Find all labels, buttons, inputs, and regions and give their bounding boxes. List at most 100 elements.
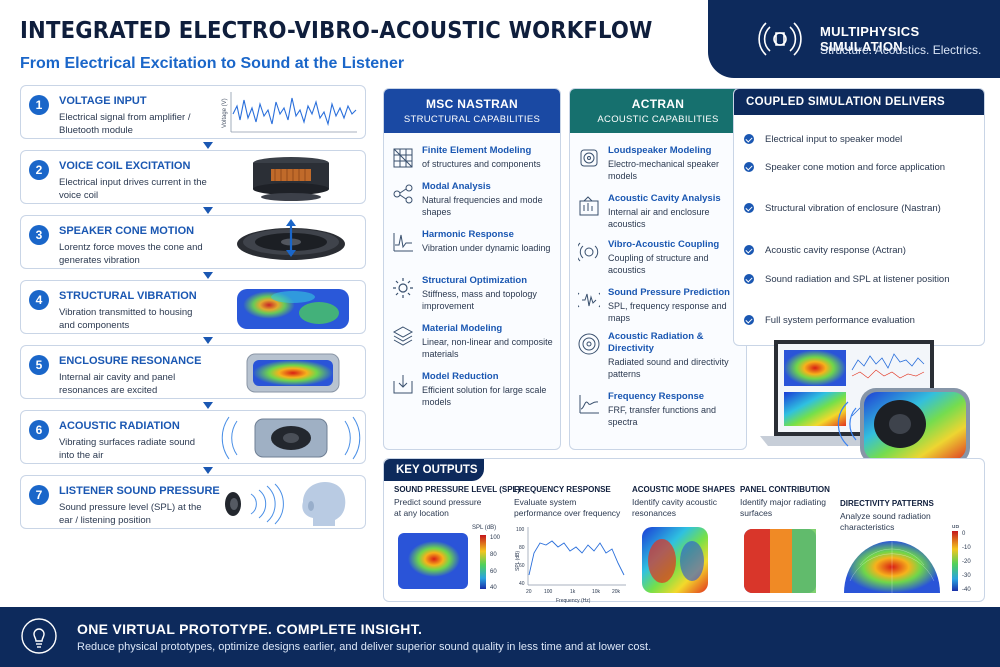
cavity-icon <box>579 196 599 216</box>
item-desc: Natural frequencies and mode shapes <box>422 195 543 217</box>
listener-head-image <box>225 482 346 526</box>
footer-banner: ONE VIRTUAL PROTOTYPE. COMPLETE INSIGHT.… <box>0 607 1000 667</box>
flow-arrow <box>203 142 213 149</box>
check-icon <box>744 162 754 172</box>
y-tick: 80 <box>519 545 525 551</box>
item-desc: Electro-mechanical speaker models <box>608 159 720 181</box>
scale-tick: -20 <box>962 559 971 565</box>
item-desc: Internal air and enclosure acoustics <box>608 207 710 229</box>
nastran-header: MSC NASTRAN STRUCTURAL CAPABILITIES <box>384 89 560 133</box>
step-title: VOICE COIL EXCITATION <box>59 160 191 172</box>
page-title: INTEGRATED ELECTRO-VIBRO-ACOUSTIC WORKFL… <box>20 18 653 44</box>
item-desc: SPL, frequency response and maps <box>608 301 727 323</box>
radiation-icon <box>578 333 600 355</box>
panel-contribution-render <box>744 529 816 593</box>
item-title: Model Reduction <box>422 371 499 382</box>
step-enclosure-resonance: 5 ENCLOSURE RESONANCE Internal air cavit… <box>20 345 366 399</box>
check-icon <box>744 134 754 144</box>
output-title: ACOUSTIC MODE SHAPES <box>632 485 736 494</box>
x-tick: 100 <box>544 589 553 595</box>
x-tick: 20 <box>526 589 532 595</box>
reduction-icon <box>393 375 413 394</box>
scale-tick: -40 <box>962 587 971 593</box>
delivers-title: COUPLED SIMULATION DELIVERS <box>734 89 984 115</box>
step-listener-pressure: 7 LISTENER SOUND PRESSURE Sound pressure… <box>20 475 366 529</box>
output-desc: Identify cavity acoustic resonances <box>632 497 718 518</box>
banner-title: MULTIPHYSICS SIMULATION <box>820 24 920 54</box>
step-title: ACOUSTIC RADIATION <box>59 420 180 432</box>
check-icon <box>744 315 754 325</box>
step-number: 2 <box>29 160 49 180</box>
item-desc: of structures and components <box>422 159 541 169</box>
nastran-title: MSC NASTRAN <box>426 97 518 111</box>
y-tick: 40 <box>519 581 525 587</box>
key-outputs-title: KEY OUTPUTS <box>384 459 484 481</box>
output-desc: Predict sound pressure at any location <box>394 497 482 518</box>
step-number: 3 <box>29 225 49 245</box>
mode-shape-render <box>642 527 708 593</box>
step-title: VOLTAGE INPUT <box>59 95 147 107</box>
freq-xlabel: Frequency (Hz) <box>556 598 591 604</box>
lightbulb-icon <box>21 618 57 654</box>
voltage-axis-label: Voltage (V) <box>222 98 228 128</box>
acoustic-radiation-image <box>221 416 361 460</box>
output-desc: Analyze sound radiation characteristics <box>840 511 931 532</box>
output-desc: Identify major radiating surfaces <box>740 497 826 518</box>
gear-icon <box>393 278 413 298</box>
output-title: DIRECTIVITY PATTERNS <box>840 499 934 508</box>
flow-arrow <box>203 337 213 344</box>
item-desc: Efficient solution for large scale model… <box>422 385 547 407</box>
item-desc: Radiated sound and directivity patterns <box>608 357 729 379</box>
step-title: STRUCTURAL VIBRATION <box>59 290 197 302</box>
scale-tick: 100 <box>490 535 501 541</box>
housing-vibration-heatmap <box>237 289 349 329</box>
footer-headline: ONE VIRTUAL PROTOTYPE. COMPLETE INSIGHT. <box>77 621 423 637</box>
step-number: 4 <box>29 290 49 310</box>
step-desc: Electrical input drives current in the v… <box>59 177 207 201</box>
step-desc: Vibrating surfaces radiate sound into th… <box>59 437 196 461</box>
actran-column: ACTRAN ACOUSTIC CAPABILITIES Loudspeaker… <box>569 88 747 450</box>
step-voice-coil: 2 VOICE COIL EXCITATION Electrical input… <box>20 150 366 204</box>
freq-ylabel: SPL (dB) <box>515 551 521 571</box>
speaker-icon <box>580 149 598 167</box>
item-title: Acoustic Cavity Analysis <box>608 193 721 204</box>
step-title: ENCLOSURE RESONANCE <box>59 355 202 367</box>
laptop-speaker-illustration <box>760 340 970 464</box>
step-number: 6 <box>29 420 49 440</box>
output-title: PANEL CONTRIBUTION <box>740 485 830 494</box>
flow-arrow <box>203 402 213 409</box>
multiphysics-banner: MULTIPHYSICS SIMULATION Structure. Acous… <box>708 0 1000 78</box>
step-desc: Lorentz force moves the cone and generat… <box>59 242 203 266</box>
footer-text: Reduce physical prototypes, optimize des… <box>77 641 652 653</box>
step-desc: Electrical signal from amplifier / Bluet… <box>59 112 191 136</box>
item-title: Finite Element Modeling <box>422 145 532 156</box>
directivity-scale-label: dB <box>952 525 959 530</box>
x-tick: 20k <box>612 589 621 595</box>
check-icon <box>744 245 754 255</box>
step-number: 1 <box>29 95 49 115</box>
key-outputs-panel: KEY OUTPUTS SOUND PRESSURE LEVEL (SPL) P… <box>383 458 985 604</box>
scale-tick: 0 <box>962 531 966 537</box>
scale-tick: -10 <box>962 545 971 551</box>
check-icon <box>744 203 754 213</box>
x-tick: 1k <box>570 589 576 595</box>
scale-tick: 60 <box>490 569 497 575</box>
item-desc: Stiffness, mass and topology improvement <box>422 289 537 311</box>
step-title: SPEAKER CONE MOTION <box>59 225 195 237</box>
item-title: Frequency Response <box>608 391 705 402</box>
item-title: Structural Optimization <box>422 275 528 286</box>
output-title: SOUND PRESSURE LEVEL (SPL) <box>394 485 521 494</box>
output-title: FREQUENCY RESPONSE <box>514 485 611 494</box>
actran-subtitle: ACOUSTIC CAPABILITIES <box>597 114 719 125</box>
step-desc: Internal air cavity and panel resonances… <box>59 372 176 396</box>
voltage-signal-chart: Voltage (V) <box>222 92 357 133</box>
output-directivity: DIRECTIVITY PATTERNS Analyze sound radia… <box>840 499 980 593</box>
check-icon <box>744 274 754 284</box>
scale-tick: 40 <box>490 585 497 591</box>
item-title: Harmonic Response <box>422 229 514 240</box>
page-subtitle: From Electrical Excitation to Sound at t… <box>20 55 405 72</box>
step-desc: Vibration transmitted to housing and com… <box>59 307 193 331</box>
x-tick: 10k <box>592 589 601 595</box>
item-title: Modal Analysis <box>422 181 491 192</box>
modes-icon <box>393 184 413 204</box>
